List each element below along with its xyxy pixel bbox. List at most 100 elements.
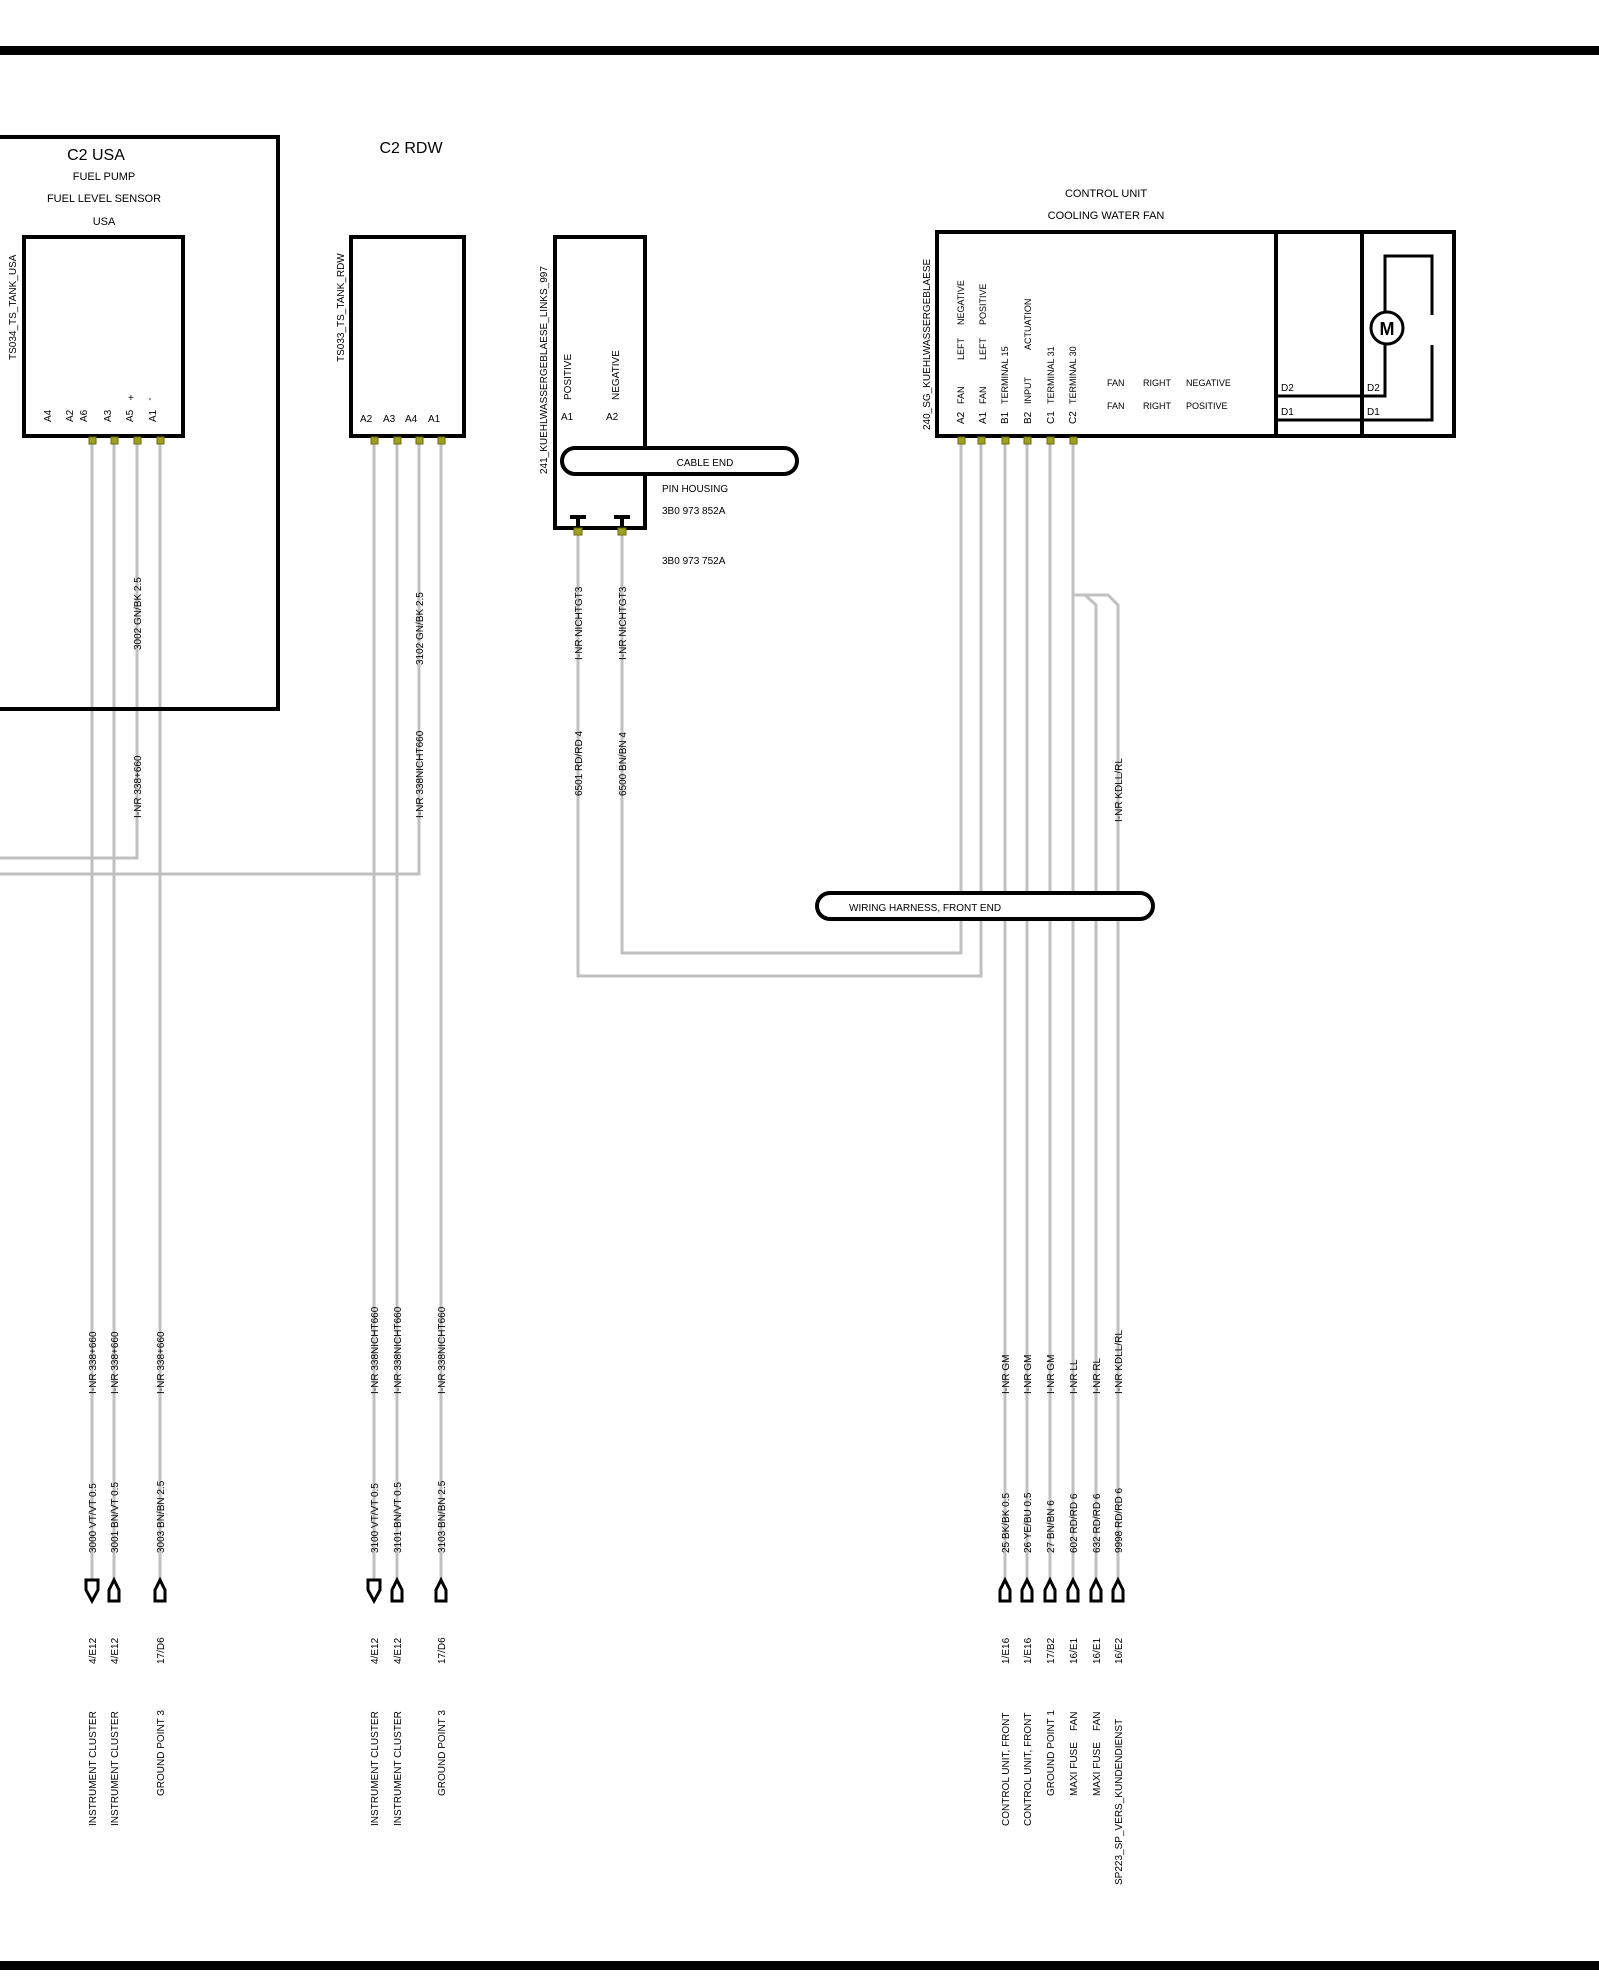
- pin: [415, 436, 424, 445]
- wire-label: 25 BK/BK 0.5: [1001, 1493, 1012, 1553]
- cu-pin-label: A1: [978, 411, 989, 424]
- inr-label: I-NR 338+660: [110, 1331, 121, 1394]
- terminals: [366, 1576, 448, 1605]
- c2-usa-pin-mark: +: [128, 393, 134, 404]
- pin: [110, 436, 119, 445]
- cu-pin-function: TERMINAL 15: [1000, 346, 1010, 404]
- part-number: 3B0 973 852A: [662, 506, 726, 517]
- pin-housing-label: PIN HOUSING: [662, 484, 728, 495]
- fan-left-pin-function: NEGATIVE: [611, 350, 622, 400]
- cu-pin-function: FAN: [956, 386, 966, 404]
- cu-pin-label: B2: [1023, 411, 1034, 424]
- harness-label: WIRING HARNESS, FRONT END: [849, 903, 1001, 914]
- cu-pin-label: C2: [1068, 411, 1079, 424]
- inr-label: I-NR KDLL/RL: [1114, 758, 1125, 822]
- fan-left-pin-function: POSITIVE: [563, 354, 574, 400]
- dest-label: INSTRUMENT CLUSTER: [110, 1711, 121, 1826]
- terminal-symbol: [570, 515, 586, 528]
- wire-fan-a2: [620, 440, 963, 955]
- cu-pin-label: A2: [956, 411, 967, 424]
- ref-label: 4/E12: [393, 1637, 404, 1664]
- wire-usa-a5-bus: [0, 440, 139, 860]
- pin: [437, 436, 446, 445]
- terminal-arrow: [107, 1576, 121, 1603]
- cu-pin-function: FAN: [978, 386, 988, 404]
- dest-label: MAXI FUSE FAN: [1092, 1712, 1103, 1796]
- terminal-arrow: [1111, 1576, 1125, 1603]
- cu-pin-function: ACTUATION: [1023, 299, 1033, 350]
- terminal-arrow: [1043, 1576, 1057, 1603]
- wire-label: 3100 VT/VT 0.5: [370, 1483, 381, 1553]
- pin: [393, 436, 402, 445]
- terminal-arrow: [1066, 1576, 1080, 1603]
- c2-usa-pins: [88, 436, 165, 445]
- c2-usa-pin-mark: ': [149, 397, 151, 408]
- dest-label: GROUND POINT 1: [1046, 1710, 1057, 1796]
- cu-right-label: RIGHT: [1143, 401, 1172, 411]
- c2-rdw-pins: [370, 436, 446, 445]
- c2-rdw-connector-label: TS033_TS_TANK_RDW: [336, 253, 347, 362]
- pin: [1023, 436, 1032, 445]
- control-unit-title: CONTROL UNIT: [1065, 188, 1147, 200]
- wire-fan-a1: [576, 440, 983, 978]
- fan-left-pin-label: A1: [561, 412, 574, 423]
- wire-label: 3101 BN/VT 0.5: [393, 1482, 404, 1553]
- ref-label: 4/E12: [370, 1637, 381, 1664]
- ref-label: 16/E1: [1092, 1637, 1103, 1664]
- terminals: [84, 1576, 167, 1605]
- inr-label: I-NR NICHTGT3: [618, 586, 629, 660]
- wire-label: 9998 RD/RD 6: [1114, 1488, 1125, 1553]
- wire-cu-c2-branch2: [1073, 593, 1120, 1580]
- inr-label: I-NR LL: [1069, 1359, 1080, 1394]
- c2-usa-desc-3: USA: [93, 216, 116, 228]
- inr-label: I-NR 338+660: [88, 1331, 99, 1394]
- motor-wire: [1276, 254, 1434, 398]
- terminal-arrow: [1089, 1576, 1103, 1603]
- terminal-arrow: [434, 1576, 448, 1603]
- control-unit-pins: [957, 436, 1078, 445]
- c2-usa-pin-label: A5: [125, 409, 136, 422]
- c2-usa-pin-label: A1: [148, 409, 159, 422]
- terminals: [998, 1576, 1125, 1603]
- wire-label: 27 BN/BN 6: [1046, 1500, 1057, 1553]
- ref-label: 4/E12: [88, 1637, 99, 1664]
- dest-label: INSTRUMENT CLUSTER: [370, 1711, 381, 1826]
- fan-left-connector-box: [553, 235, 647, 530]
- c2-usa-desc-1: FUEL PUMP: [73, 171, 136, 183]
- cable-end-label: CABLE END: [677, 458, 734, 469]
- inr-label: I-NR NICHTGT3: [574, 586, 585, 660]
- wire-cu-c2-branch1: [1073, 593, 1098, 1580]
- dest-label: INSTRUMENT CLUSTER: [393, 1711, 404, 1826]
- ref-label: 17/D6: [437, 1637, 448, 1664]
- c2-rdw-pin-label: A2: [360, 414, 373, 425]
- inr-label: I-NR 338NICHT660: [437, 1306, 448, 1394]
- terminal-arrow: [153, 1576, 167, 1603]
- wire-label: 26 YE/BU 0.5: [1023, 1492, 1034, 1553]
- cu-right-label: RIGHT: [1143, 378, 1172, 388]
- control-unit-connector-label: 240_SG_KUEHLWASSERGEBLAESE: [922, 258, 933, 430]
- cu-pin-function: POSITIVE: [978, 283, 988, 325]
- wire-rdw-a4-bus: [0, 440, 421, 876]
- inr-label: I-NR GM: [1023, 1355, 1034, 1394]
- cu-pin-label: B1: [1000, 411, 1011, 424]
- inr-label: I-NR GM: [1001, 1355, 1012, 1394]
- cu-right-label: POSITIVE: [1186, 401, 1228, 411]
- c2-usa-group: C2 USA FUEL PUMP FUEL LEVEL SENSOR USA T…: [0, 135, 280, 1826]
- inr-label: I-NR 338+660: [156, 1331, 167, 1394]
- inr-label: I-NR 338NICHT660: [393, 1306, 404, 1394]
- wire-label: 3002 GN/BK 2.5: [133, 577, 144, 650]
- terminal-arrow: [366, 1578, 382, 1605]
- control-unit-group: CONTROL UNIT COOLING WATER FAN 240_SG_KU…: [922, 188, 1456, 1885]
- wires: [0, 440, 1120, 1580]
- pin: [1001, 436, 1010, 445]
- ref-label: 17/B2: [1046, 1637, 1057, 1664]
- cu-pin-function: LEFT: [978, 337, 988, 360]
- dest-label: SP223_SP_VERS_KUNDENDIENST: [1114, 1719, 1125, 1885]
- c2-usa-pin-label: A4: [43, 409, 54, 422]
- dest-label: INSTRUMENT CLUSTER: [88, 1711, 99, 1826]
- pin: [133, 436, 142, 445]
- cable-end-oval: [560, 446, 799, 476]
- wire-label: 3103 BN/BN 2.5: [437, 1480, 448, 1553]
- ref-label: 1/E16: [1001, 1637, 1012, 1664]
- wire-label: 3102 GN/BK 2.5: [415, 592, 426, 665]
